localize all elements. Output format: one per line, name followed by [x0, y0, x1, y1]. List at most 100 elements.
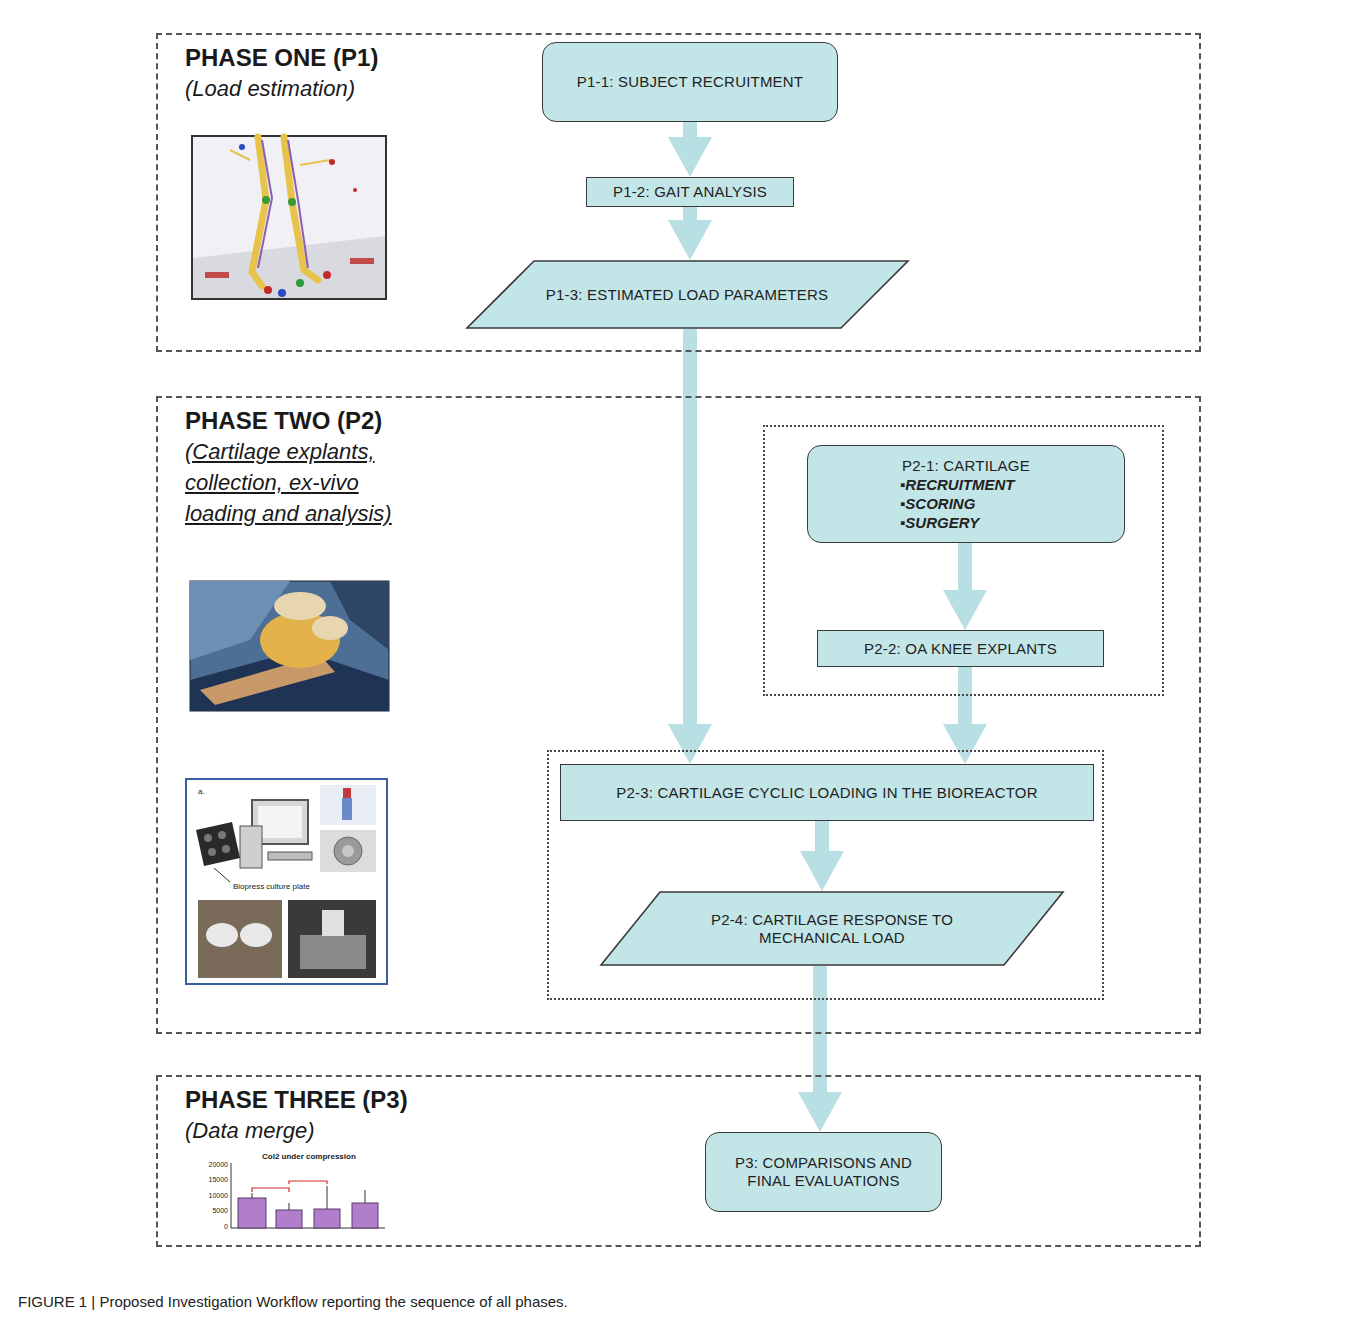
- box-content: P1-1: SUBJECT RECRUITMENT: [577, 73, 803, 91]
- loading-well: [342, 845, 354, 857]
- box-label: P2-4: CARTILAGE RESPONSE TO MECHANICAL L…: [707, 911, 957, 947]
- box-content: P2-3: CARTILAGE CYCLIC LOADING IN THE BI…: [616, 784, 1037, 802]
- bioreactor-device: [300, 935, 366, 969]
- plate-well: [204, 834, 212, 842]
- box-content: P1-3: ESTIMATED LOAD PARAMETERS: [546, 286, 828, 304]
- gait-illustration: [192, 136, 386, 299]
- plate-well: [208, 848, 216, 856]
- muscle-line: [258, 140, 272, 268]
- box-content: P2-1: CARTILAGE▪RECRUITMENT▪SCORING▪SURG…: [900, 457, 1032, 532]
- marker-line: [300, 160, 330, 165]
- flow-arrow: [668, 122, 712, 177]
- keyboard: [268, 852, 312, 860]
- error-bar: [365, 1190, 366, 1203]
- significance-bracket: [289, 1181, 327, 1184]
- surgeon-glove: [312, 616, 348, 640]
- box-label: P1-3: ESTIMATED LOAD PARAMETERS: [546, 286, 828, 304]
- muscle-line: [288, 140, 308, 268]
- image-frame: [192, 136, 386, 299]
- flow-arrow: [798, 966, 842, 1132]
- phase-subtitle: (Cartilage explants, collection, ex-vivo…: [185, 436, 430, 529]
- surgeon-glove: [274, 592, 326, 620]
- plate-well: [218, 831, 226, 839]
- marker-dot: [278, 289, 286, 297]
- bar: [352, 1203, 378, 1228]
- monitor-screen: [258, 806, 302, 838]
- error-bar: [252, 1193, 253, 1198]
- sample-photo: [288, 900, 376, 978]
- sample-photo: [320, 785, 376, 825]
- box-content: P1-2: GAIT ANALYSIS: [613, 183, 767, 201]
- phase-title: PHASE ONE (P1): [185, 43, 1172, 73]
- illustration-label: 15000: [196, 1175, 228, 1184]
- box-content: P3: COMPARISONS AND FINAL EVALUATIONS: [729, 1154, 919, 1190]
- bar: [314, 1209, 340, 1228]
- computer-tower: [240, 826, 262, 868]
- process-box: P1-2: GAIT ANALYSIS: [586, 177, 794, 207]
- marker-dot: [262, 196, 270, 204]
- illustration-label: 0: [196, 1222, 228, 1231]
- y-axis: [231, 1163, 232, 1228]
- marker-dot: [288, 198, 296, 206]
- force-plate: [350, 258, 374, 264]
- bar: [276, 1210, 302, 1228]
- marker-line: [230, 150, 250, 160]
- marker-dot: [323, 271, 331, 279]
- phase-title: PHASE TWO (P2): [185, 406, 1172, 436]
- significance-bracket: [252, 1188, 289, 1192]
- marker-dot: [296, 279, 304, 287]
- phase-subtitle: (Data merge): [185, 1115, 1172, 1146]
- marker-dot: [353, 188, 357, 192]
- gloved-hand: [342, 798, 352, 820]
- leader-line: [214, 868, 230, 882]
- illustration-label: Biopress culture plate: [233, 882, 310, 892]
- bioreactor-collage: [186, 779, 387, 984]
- phase-title: PHASE THREE (P3): [185, 1085, 1172, 1115]
- flow-arrow: [800, 821, 844, 891]
- collage-frame: [186, 779, 387, 984]
- flow-arrow: [943, 543, 987, 630]
- process-box: P1-1: SUBJECT RECRUITMENT: [542, 42, 838, 122]
- leg-bone: [284, 137, 318, 280]
- phase-panel: PHASE ONE (P1)(Load estimation)P1-1: SUB…: [156, 33, 1201, 352]
- bullet-item: ▪RECRUITMENT: [900, 475, 1032, 494]
- marker-dot: [239, 144, 245, 150]
- box-content: P2-2: OA KNEE EXPLANTS: [864, 640, 1057, 658]
- illustration-label: a.: [198, 787, 205, 797]
- data-parallelogram: P2-4: CARTILAGE RESPONSE TO MECHANICAL L…: [600, 891, 1064, 966]
- plate-well: [222, 845, 230, 853]
- illustration-label: 10000: [196, 1191, 228, 1200]
- surgery-photo: [190, 581, 389, 711]
- box-label: P1-1: SUBJECT RECRUITMENT: [577, 73, 803, 91]
- box-label: P2-3: CARTILAGE CYCLIC LOADING IN THE BI…: [616, 784, 1037, 802]
- bullet-item: ▪SCORING: [900, 494, 1032, 513]
- box-content: P2-4: CARTILAGE RESPONSE TO MECHANICAL L…: [707, 911, 957, 947]
- box-label: P2-1: CARTILAGE: [902, 457, 1030, 475]
- sample-photo: [320, 830, 376, 872]
- floor-plane: [193, 236, 385, 298]
- process-box: P2-2: OA KNEE EXPLANTS: [817, 630, 1104, 667]
- bar: [238, 1198, 266, 1228]
- photo-frame: [190, 581, 389, 711]
- process-box: P2-1: CARTILAGE▪RECRUITMENT▪SCORING▪SURG…: [807, 445, 1125, 543]
- figure-caption: FIGURE 1 | Proposed Investigation Workfl…: [18, 1293, 568, 1310]
- error-bar: [289, 1203, 290, 1210]
- force-plate: [205, 272, 229, 278]
- process-box: P3: COMPARISONS AND FINAL EVALUATIONS: [705, 1132, 942, 1212]
- flow-arrow: [668, 207, 712, 260]
- marker-dot: [329, 159, 335, 165]
- loading-well: [334, 837, 362, 865]
- gloved-hand: [322, 910, 344, 936]
- process-box: P2-3: CARTILAGE CYCLIC LOADING IN THE BI…: [560, 764, 1094, 821]
- illustration-label: Col2 under compression: [262, 1152, 356, 1162]
- bullet-item: ▪SURGERY: [900, 513, 1032, 532]
- phase-panel: PHASE TWO (P2)(Cartilage explants, colle…: [156, 396, 1201, 1034]
- bar-chart: [231, 1163, 385, 1228]
- box-label: P1-2: GAIT ANALYSIS: [613, 183, 767, 201]
- box-label: P2-2: OA KNEE EXPLANTS: [864, 640, 1057, 658]
- illustration-label: 5000: [196, 1206, 228, 1215]
- sample-photo: [198, 900, 282, 978]
- error-bar: [327, 1186, 328, 1209]
- box-label: P3: COMPARISONS AND FINAL EVALUATIONS: [729, 1154, 919, 1190]
